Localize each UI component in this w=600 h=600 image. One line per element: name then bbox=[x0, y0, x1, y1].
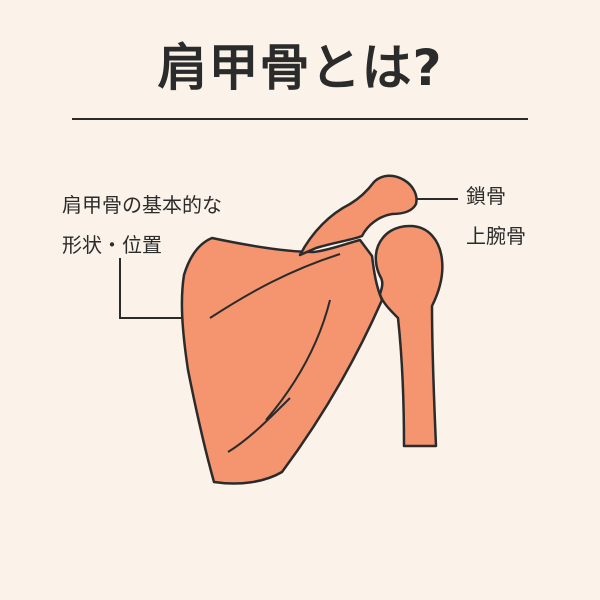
bone-labels: 鎖骨 上腕骨 bbox=[466, 176, 526, 256]
scapula-label: 肩甲骨の基本的な 形状・位置 bbox=[62, 185, 222, 265]
clavicle-shape bbox=[298, 174, 418, 257]
scapula-label-line1: 肩甲骨の基本的な bbox=[62, 193, 222, 217]
scapula-shape bbox=[180, 236, 384, 485]
page-title: 肩甲骨とは? bbox=[157, 39, 443, 97]
scapula-edge-line bbox=[265, 299, 331, 421]
scapula-label-line2: 形状・位置 bbox=[62, 233, 162, 257]
humerus-label: 上腕骨 bbox=[466, 224, 526, 248]
scapula-leader-line bbox=[119, 258, 182, 319]
scapula-ridge-line bbox=[227, 397, 291, 453]
clavicle-label: 鎖骨 bbox=[466, 184, 506, 208]
scapula-spine-line bbox=[209, 253, 341, 319]
title-divider bbox=[72, 118, 528, 120]
humerus-shape bbox=[374, 224, 444, 448]
